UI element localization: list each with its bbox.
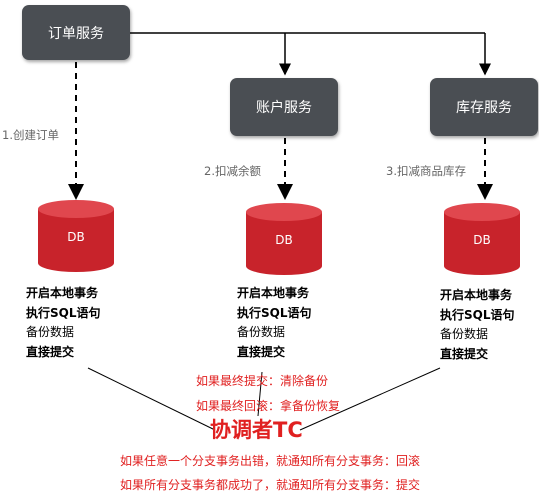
tc-note-commit: 如果最终提交：清除备份 bbox=[196, 374, 329, 388]
order-step-exec-sql: 执行SQL语句 bbox=[26, 305, 101, 320]
account-step-backup: 备份数据 bbox=[237, 325, 286, 339]
account-step-exec-sql: 执行SQL语句 bbox=[237, 305, 312, 320]
tc-line-middle bbox=[257, 371, 263, 417]
step-create-order: 1.创建订单 bbox=[2, 128, 59, 142]
order-service-box: 订单服务 bbox=[22, 5, 130, 60]
tc-note-rollback: 如果最终回滚：拿备份恢复 bbox=[196, 399, 341, 413]
storage-step-exec-sql: 执行SQL语句 bbox=[440, 307, 515, 322]
step-deduct-balance: 2.扣减余额 bbox=[204, 164, 261, 178]
storage-service-label: 库存服务 bbox=[456, 100, 512, 116]
account-db-icon: DB bbox=[246, 203, 322, 275]
storage-step-start-tx: 开启本地事务 bbox=[440, 288, 513, 302]
account-db-label: DB bbox=[275, 233, 293, 247]
order-db-label: DB bbox=[67, 230, 85, 244]
order-step-commit: 直接提交 bbox=[26, 344, 75, 359]
order-service-label: 订单服务 bbox=[48, 25, 104, 42]
storage-service-box: 库存服务 bbox=[430, 78, 538, 136]
account-step-commit: 直接提交 bbox=[237, 344, 286, 359]
storage-step-commit: 直接提交 bbox=[440, 346, 489, 361]
tc-line-left bbox=[87, 367, 216, 431]
tc-rule-rollback: 如果任意一个分支事务出错，就通知所有分支事务：回滚 bbox=[120, 454, 421, 468]
account-service-box: 账户服务 bbox=[230, 78, 338, 136]
storage-branch-steps: 开启本地事务 执行SQL语句 备份数据 直接提交 bbox=[440, 286, 515, 364]
storage-db-icon: DB bbox=[444, 203, 520, 275]
step-deduct-stock: 3.扣减商品库存 bbox=[386, 164, 466, 178]
order-db-icon: DB bbox=[38, 200, 114, 272]
account-service-label: 账户服务 bbox=[256, 100, 312, 116]
order-branch-steps: 开启本地事务 执行SQL语句 备份数据 直接提交 bbox=[26, 284, 101, 362]
order-step-backup: 备份数据 bbox=[26, 325, 75, 339]
storage-db-label: DB bbox=[473, 233, 491, 247]
tc-line-right bbox=[299, 367, 441, 431]
account-branch-steps: 开启本地事务 执行SQL语句 备份数据 直接提交 bbox=[237, 284, 312, 362]
storage-step-backup: 备份数据 bbox=[440, 327, 489, 341]
tc-title: 协调者TC bbox=[210, 418, 303, 442]
account-step-start-tx: 开启本地事务 bbox=[237, 286, 310, 300]
order-step-start-tx: 开启本地事务 bbox=[26, 286, 99, 300]
tc-rule-commit: 如果所有分支事务都成功了，就通知所有分支事务：提交 bbox=[120, 478, 421, 492]
